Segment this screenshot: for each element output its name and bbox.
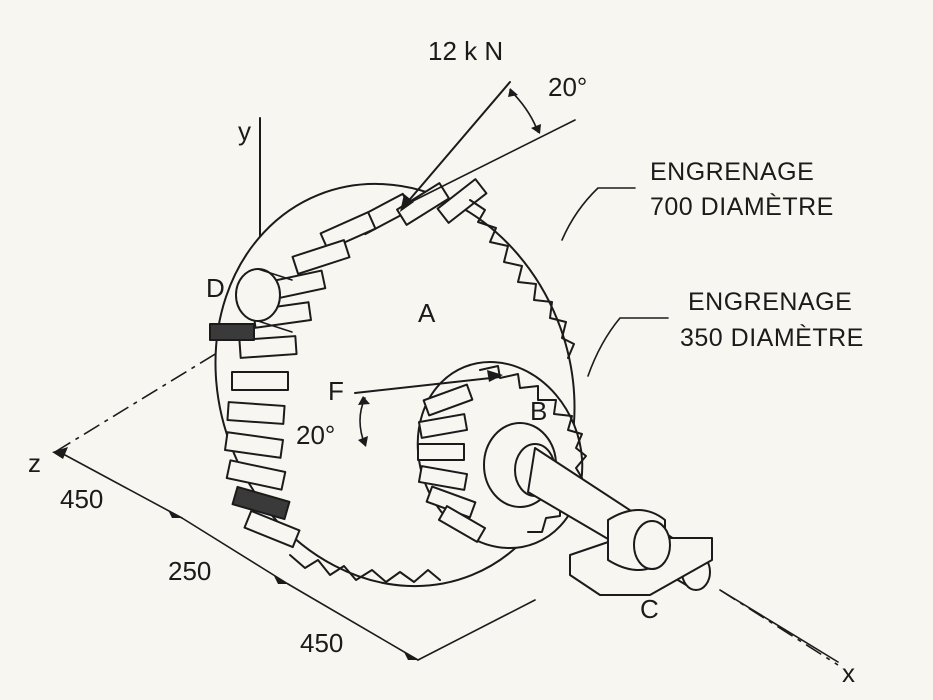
load-arrow-12kn bbox=[400, 81, 576, 212]
z-axis bbox=[52, 447, 68, 459]
force-f-angle-label: 20° bbox=[296, 420, 335, 450]
load-angle-arc bbox=[509, 89, 539, 133]
load-angle-label: 20° bbox=[548, 72, 587, 102]
caption-leaders bbox=[561, 187, 669, 377]
x-axis bbox=[719, 589, 839, 663]
load-label: 12 k N bbox=[428, 36, 503, 66]
point-a-label: A bbox=[418, 298, 436, 328]
load-arrowhead bbox=[400, 194, 414, 212]
dimension-lines bbox=[64, 454, 536, 661]
force-f-arrow bbox=[354, 370, 503, 447]
point-f-label: F bbox=[328, 376, 344, 406]
dimension-450-right: 450 bbox=[300, 628, 343, 658]
bearing-c bbox=[569, 509, 713, 596]
axis-x-label: x bbox=[842, 658, 855, 688]
hub-d bbox=[235, 268, 293, 333]
point-d-label: D bbox=[206, 273, 225, 303]
gear-a-rim-right bbox=[469, 199, 575, 359]
force-f-arrowhead bbox=[487, 370, 503, 382]
axis-y-label: y bbox=[238, 116, 251, 146]
gear-b-teeth bbox=[417, 383, 487, 543]
gear-a-rim-bottom bbox=[289, 554, 441, 583]
gear-small-caption-line1: ENGRENAGE bbox=[688, 288, 852, 316]
z-axis-arrowhead bbox=[52, 447, 68, 459]
gear-a bbox=[209, 178, 576, 588]
gear-small-caption-line2: 350 DIAMÈTRE bbox=[680, 323, 864, 352]
gear-large-caption-line1: ENGRENAGE bbox=[650, 158, 814, 186]
gear-large-caption-line2: 700 DIAMÈTRE bbox=[650, 192, 834, 221]
point-c-label: C bbox=[640, 594, 659, 624]
point-b-label: B bbox=[530, 396, 547, 426]
axis-z-label: z bbox=[28, 448, 41, 478]
dimension-250: 250 bbox=[168, 556, 211, 586]
dimension-450-left: 450 bbox=[60, 484, 103, 514]
